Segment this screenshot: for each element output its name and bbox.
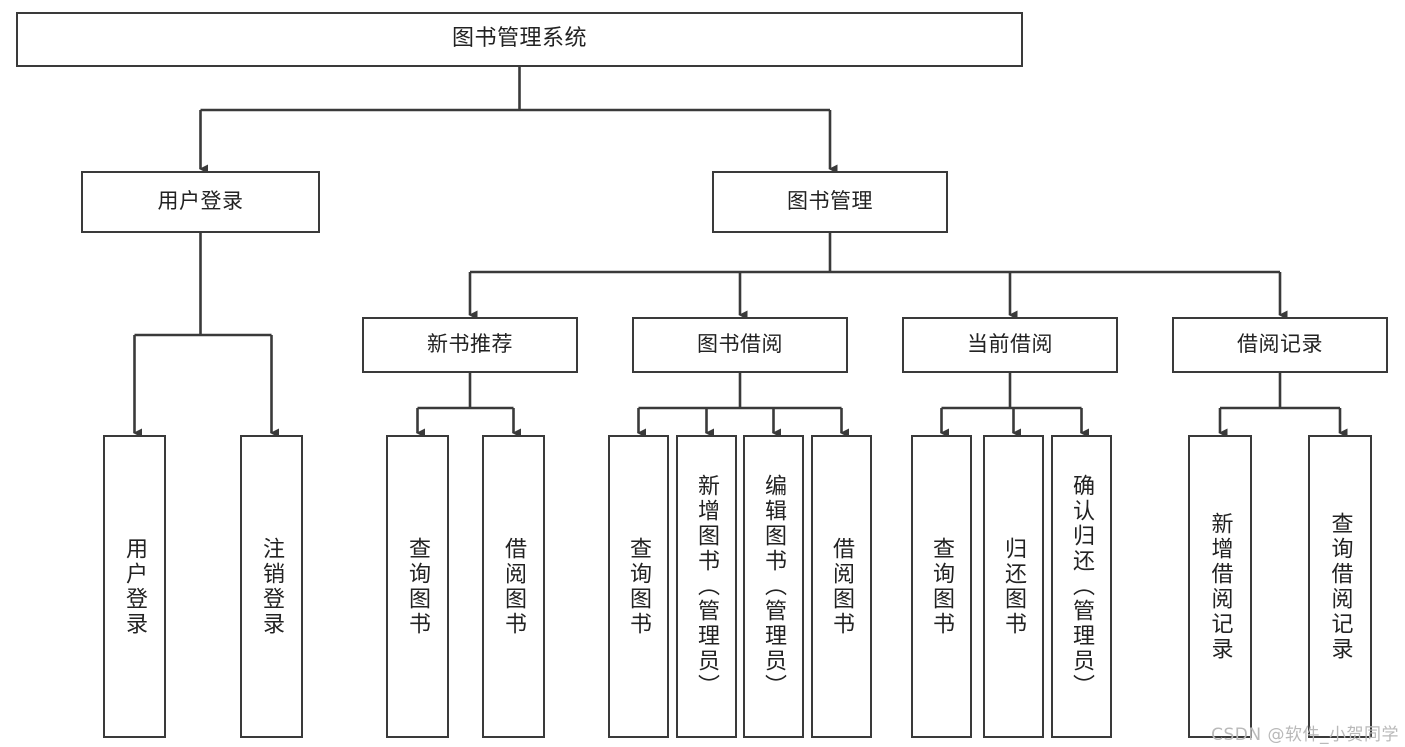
node-leaf-9-label: 归还图书 (1001, 536, 1027, 637)
node-level3-2[interactable]: 当前借阅 (902, 317, 1118, 373)
node-leaf-7[interactable]: 借阅图书 (811, 435, 872, 738)
node-leaf-1[interactable]: 注销登录 (240, 435, 303, 738)
node-root-system-label: 图书管理系统 (451, 26, 587, 52)
node-leaf-2-label: 查询图书 (405, 536, 431, 637)
node-level3-0[interactable]: 新书推荐 (362, 317, 578, 373)
node-leaf-8[interactable]: 查询图书 (911, 435, 972, 738)
node-leaf-10[interactable]: 确认归还（管理员） (1051, 435, 1112, 738)
node-leaf-12[interactable]: 查询借阅记录 (1308, 435, 1372, 738)
node-level2-1[interactable]: 图书管理 (712, 171, 948, 233)
node-leaf-7-label: 借阅图书 (829, 536, 855, 637)
node-leaf-0[interactable]: 用户登录 (103, 435, 166, 738)
node-leaf-4[interactable]: 查询图书 (608, 435, 669, 738)
node-leaf-0-label: 用户登录 (122, 536, 148, 637)
node-level3-1-label: 图书借阅 (697, 332, 783, 357)
node-level3-3[interactable]: 借阅记录 (1172, 317, 1388, 373)
node-leaf-8-label: 查询图书 (929, 536, 955, 637)
node-level2-1-label: 图书管理 (787, 189, 873, 214)
node-leaf-6-label: 编辑图书（管理员） (761, 474, 787, 699)
node-leaf-12-label: 查询借阅记录 (1327, 511, 1353, 662)
node-level3-1[interactable]: 图书借阅 (632, 317, 848, 373)
node-leaf-11-label: 新增借阅记录 (1207, 511, 1233, 662)
node-level3-3-label: 借阅记录 (1237, 332, 1323, 357)
node-leaf-3-label: 借阅图书 (501, 536, 527, 637)
csdn-watermark: CSDN @软件_小贺同学 (1211, 725, 1399, 745)
node-leaf-2[interactable]: 查询图书 (386, 435, 449, 738)
node-level3-2-label: 当前借阅 (967, 332, 1053, 357)
node-root-system[interactable]: 图书管理系统 (16, 12, 1023, 67)
node-level2-0-label: 用户登录 (157, 189, 244, 214)
node-leaf-9[interactable]: 归还图书 (983, 435, 1044, 738)
node-leaf-3[interactable]: 借阅图书 (482, 435, 545, 738)
node-leaf-4-label: 查询图书 (626, 536, 652, 637)
node-leaf-6[interactable]: 编辑图书（管理员） (743, 435, 804, 738)
node-level2-0[interactable]: 用户登录 (81, 171, 320, 233)
node-level3-0-label: 新书推荐 (427, 332, 513, 357)
node-leaf-10-label: 确认归还（管理员） (1069, 474, 1095, 699)
node-leaf-5-label: 新增图书（管理员） (694, 474, 720, 699)
node-leaf-11[interactable]: 新增借阅记录 (1188, 435, 1252, 738)
node-leaf-5[interactable]: 新增图书（管理员） (676, 435, 737, 738)
node-leaf-1-label: 注销登录 (259, 536, 285, 637)
